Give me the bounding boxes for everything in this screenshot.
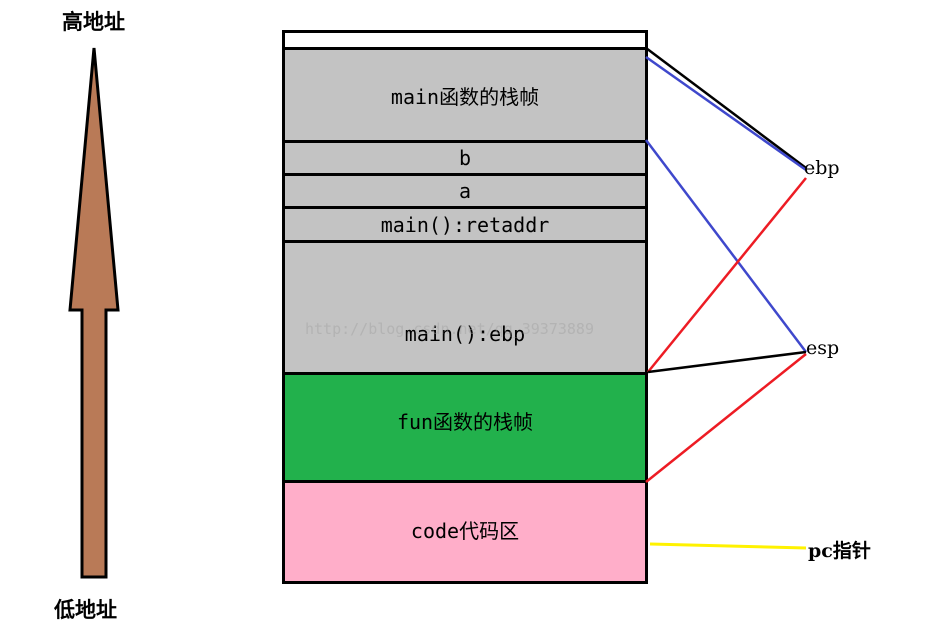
- pc-pointer-label: pc指针: [808, 540, 871, 562]
- pc-yellow-line: [649, 542, 807, 550]
- watermark-text: http://blog.csdn.net/qq_39373889: [305, 320, 594, 338]
- main-frame-label: main函数的栈帧: [390, 84, 540, 109]
- ebp-red-line: [647, 177, 807, 373]
- esp-blue-line: [645, 139, 807, 353]
- var-b-label: b: [458, 146, 472, 170]
- low-address-label: 低地址: [54, 597, 117, 622]
- var-a-label: a: [458, 179, 472, 203]
- code-area-block: code代码区: [282, 480, 648, 584]
- esp-red-line: [645, 353, 807, 483]
- up-arrow-icon: [68, 47, 120, 579]
- main-ebp-label: main():ebp: [404, 321, 526, 346]
- code-area-label: code代码区: [410, 518, 520, 543]
- esp-label: esp: [806, 337, 840, 359]
- ebp-black-line: [645, 47, 807, 169]
- ebp-label: ebp: [804, 157, 840, 179]
- main-retaddr-label: main():retaddr: [380, 212, 550, 237]
- main-ebp-block: main():ebp: [282, 240, 648, 375]
- esp-black-line: [647, 350, 807, 374]
- high-address-label: 高地址: [62, 9, 125, 34]
- ebp-blue-line: [645, 55, 807, 172]
- main-frame-block: main函数的栈帧: [282, 47, 648, 143]
- fun-frame-label: fun函数的栈帧: [396, 410, 534, 434]
